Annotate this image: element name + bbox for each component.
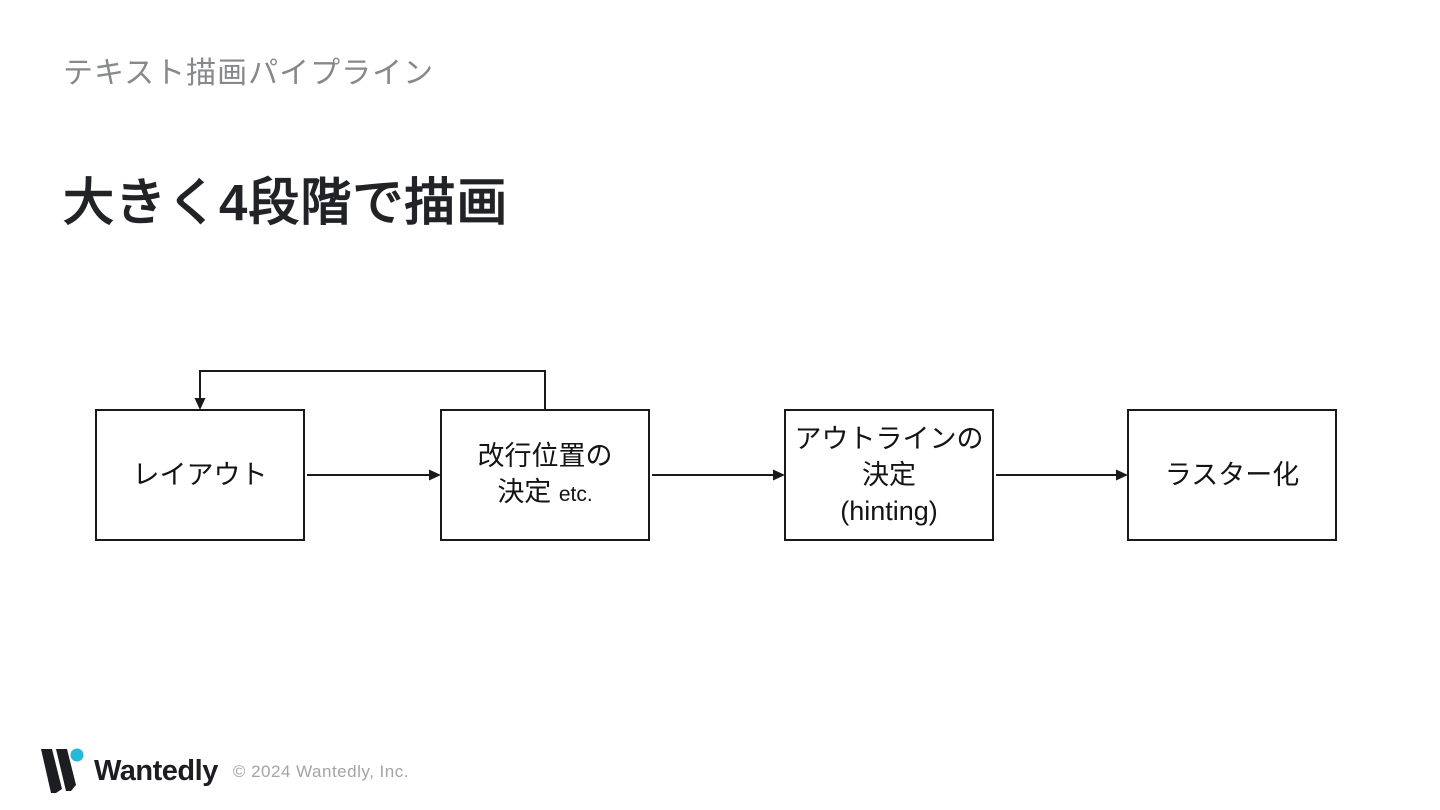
box-label: ラスター化 xyxy=(1164,460,1300,490)
box-label: 決定 xyxy=(862,460,916,490)
arrow-layout-to-linebreak xyxy=(307,469,441,481)
diagram-box-outline-decision: アウトラインの 決定 (hinting) xyxy=(784,409,994,541)
box-label: レイアウト xyxy=(132,460,268,490)
arrow-outline-to-raster xyxy=(996,469,1128,481)
box-label-main: 決定 xyxy=(497,476,552,507)
diagram-box-rasterize: ラスター化 xyxy=(1127,409,1337,541)
slide-kicker: テキスト描画パイプライン xyxy=(63,57,435,90)
page-title: 大きく4段階で描画 xyxy=(63,174,509,231)
arrow-linebreak-to-outline xyxy=(652,469,785,481)
box-label: 決定 etc. xyxy=(497,474,592,513)
feedback-arrow xyxy=(194,370,546,410)
box-label-suffix: etc. xyxy=(558,482,593,506)
footer: Wantedly © 2024 Wantedly, Inc. xyxy=(40,747,409,795)
box-label: 改行位置の xyxy=(477,440,613,471)
wantedly-logo-icon xyxy=(41,748,84,793)
wantedly-wordmark: Wantedly xyxy=(94,754,218,787)
box-label: (hinting) xyxy=(840,496,938,526)
diagram-box-linebreak-decision: 改行位置の 決定 etc. xyxy=(440,409,650,541)
box-label: アウトラインの xyxy=(794,424,984,454)
copyright-text: © 2024 Wantedly, Inc. xyxy=(232,762,409,781)
diagram-box-layout: レイアウト xyxy=(95,409,305,541)
